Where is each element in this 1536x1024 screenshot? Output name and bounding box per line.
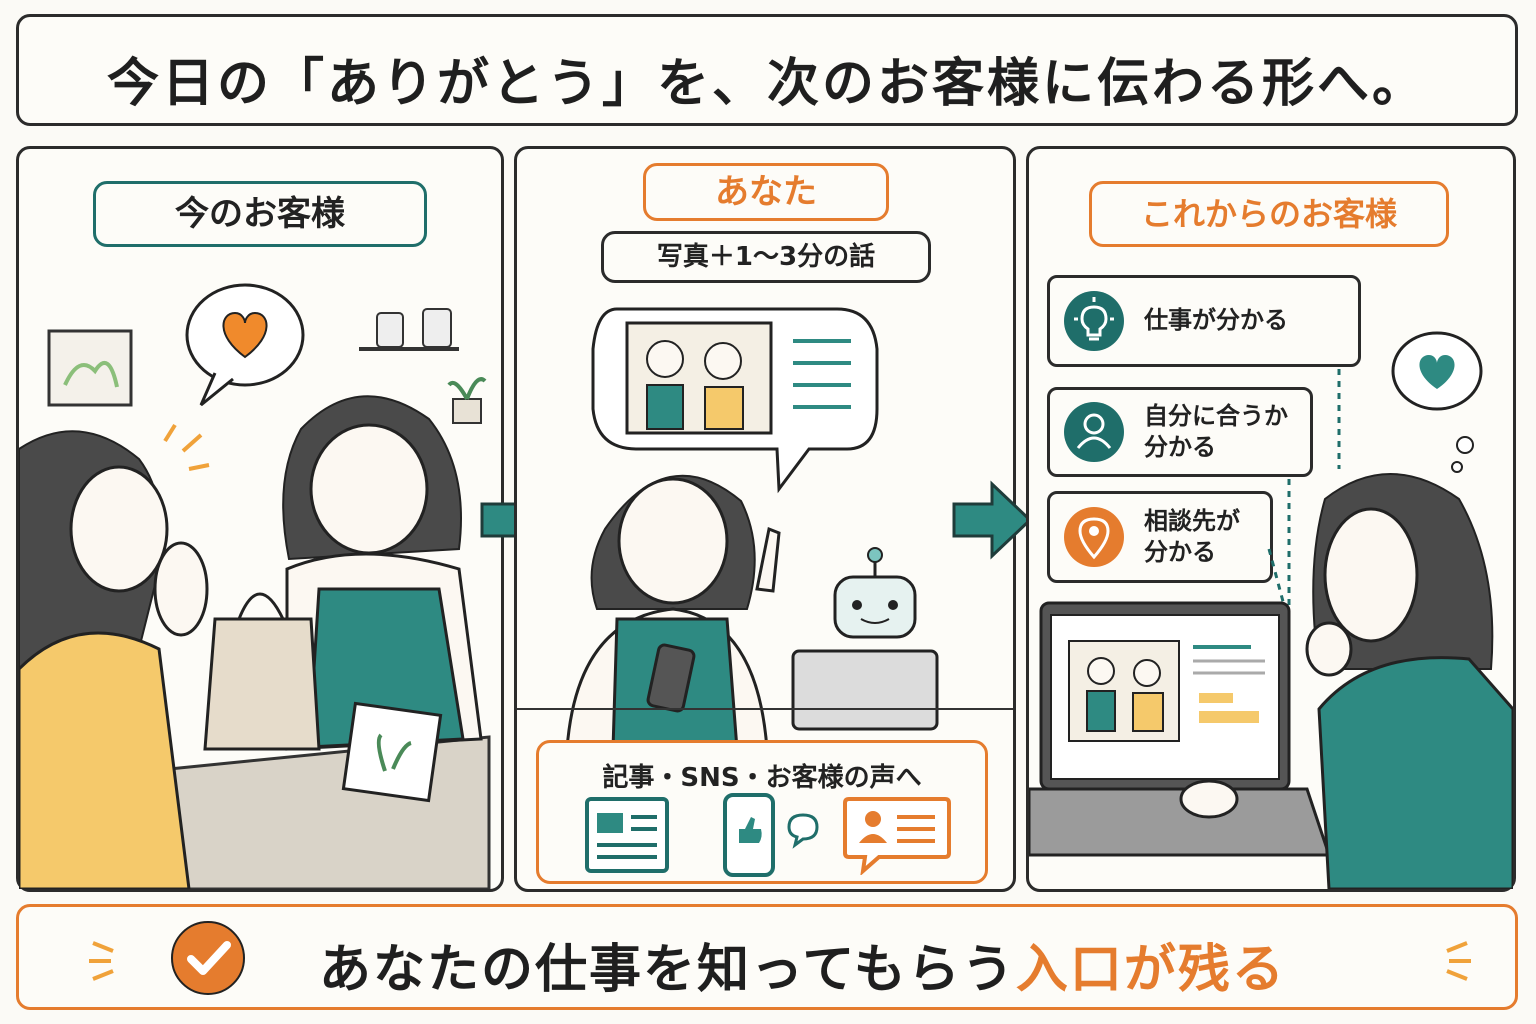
panel-current-customer: 今のお客様 xyxy=(16,146,504,892)
future-customer-illustration xyxy=(1029,331,1513,889)
smartphone-like-icon xyxy=(723,793,819,877)
sparkle-lines-icon xyxy=(1446,941,1471,981)
page-title: 今日の「ありがとう」を、次のお客様に伝わる形へ。 xyxy=(106,54,1427,114)
bottom-message: あなたの仕事を知ってもらう入口が残る xyxy=(319,927,1286,1002)
checkmark-icon xyxy=(171,921,245,995)
benefit-understand-work: 仕事が分かる xyxy=(1047,275,1361,367)
article-icon xyxy=(585,797,669,873)
arrow-right-icon xyxy=(952,480,1033,560)
benefit-text: 自分に合うか 分かる xyxy=(1144,401,1288,461)
storyteller-illustration xyxy=(517,307,1013,749)
bottom-message-highlight: 入口が残る xyxy=(1015,940,1286,1000)
sparkle-lines-icon xyxy=(89,941,114,981)
location-pin-icon xyxy=(1064,507,1124,567)
lightbulb-icon xyxy=(1064,291,1124,351)
benefit-fit-check: 自分に合うか 分かる xyxy=(1047,387,1313,477)
future-customers-label: これからのお客様 xyxy=(1089,181,1449,247)
benefit-text: 相談先が 分かる xyxy=(1144,506,1240,566)
media-output-box: 記事・SNS・お客様の声へ xyxy=(536,740,988,884)
person-icon xyxy=(1064,402,1124,462)
photo-story-label: 写真＋1〜3分の話 xyxy=(601,231,931,283)
bottom-banner: あなたの仕事を知ってもらう入口が残る xyxy=(16,904,1518,1010)
benefit-text: 仕事が分かる xyxy=(1144,306,1288,335)
bottom-message-main: あなたの仕事を知ってもらう xyxy=(319,940,1016,1000)
you-label: あなた xyxy=(643,163,889,221)
media-output-label: 記事・SNS・お客様の声へ xyxy=(602,763,922,793)
customer-voice-icon xyxy=(843,797,951,875)
title-banner: 今日の「ありがとう」を、次のお客様に伝わる形へ。 xyxy=(16,14,1518,126)
panel-future-customers: これからのお客様 仕事が分かる 自分に合うか 分かる xyxy=(1026,146,1516,892)
benefit-consultation: 相談先が 分かる xyxy=(1047,491,1273,583)
shop-scene-illustration xyxy=(19,283,491,889)
current-customer-label: 今のお客様 xyxy=(93,181,427,247)
